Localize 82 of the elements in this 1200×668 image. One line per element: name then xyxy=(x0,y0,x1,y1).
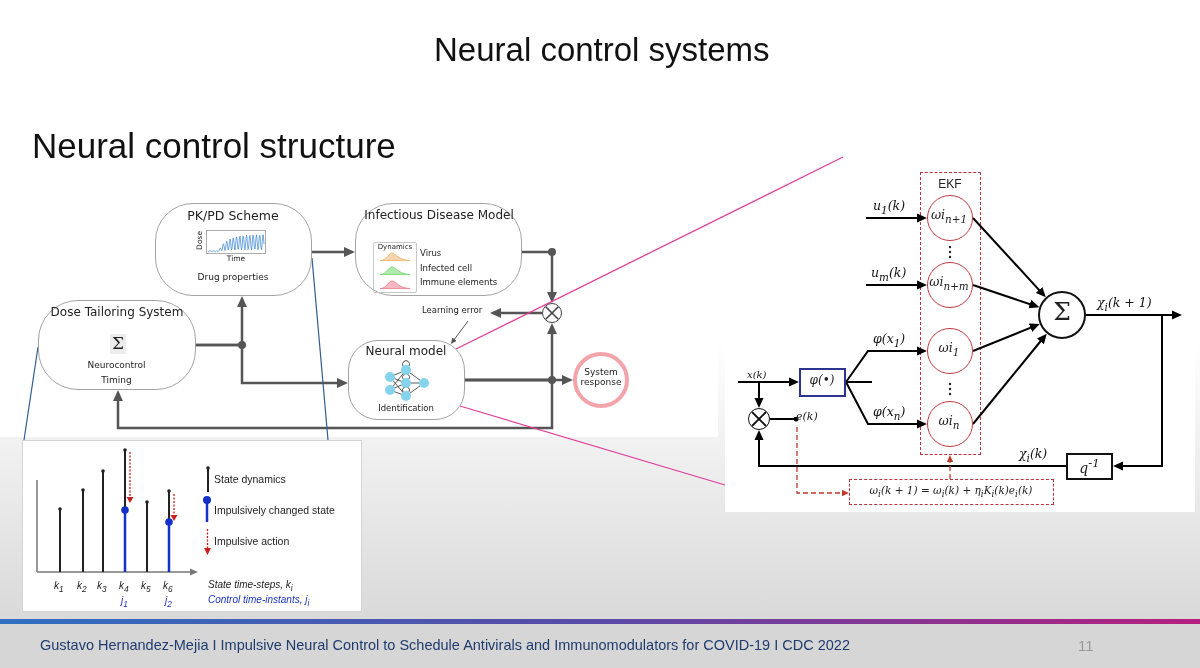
stem-plot-panel xyxy=(22,440,362,612)
summation-circle xyxy=(1038,291,1086,339)
process-box xyxy=(355,203,522,296)
process-box xyxy=(38,300,196,390)
node-text: φ(•) xyxy=(809,373,835,387)
tick-label: j$_{1}$ xyxy=(121,595,128,610)
axis-note: State time-steps, k$_{i}$ xyxy=(208,579,293,594)
node-text: System response xyxy=(580,367,622,388)
signal-label: e(k) xyxy=(796,411,818,424)
equation-box xyxy=(849,479,1054,505)
sigma-symbol: Σ xyxy=(110,334,127,354)
arrow xyxy=(754,430,1067,467)
node-text: ωi$_{n+1}$ xyxy=(930,206,968,222)
dashed-group-box xyxy=(920,172,981,455)
arrow xyxy=(312,247,355,257)
arrow xyxy=(737,377,799,387)
arrow xyxy=(522,250,557,303)
node-title: Neural model xyxy=(365,344,447,358)
tick-label: k$_{6}$ xyxy=(163,580,173,595)
node-title: Infectious Disease Model xyxy=(364,208,514,222)
legend-text: Impulsive action xyxy=(214,535,290,548)
arrow xyxy=(972,284,1040,309)
node-text: Σ xyxy=(1053,297,1071,326)
tick-label: k$_{1}$ xyxy=(54,580,64,595)
node-title: PK/PD Scheme xyxy=(187,208,279,223)
legend-text: Impulsively changed state xyxy=(214,504,335,517)
node-text: Timing xyxy=(101,375,132,385)
signal-label: Learning error xyxy=(422,306,483,316)
node-text: Drug properties xyxy=(197,272,269,282)
arrow xyxy=(1085,314,1163,471)
arrow xyxy=(845,346,927,383)
node-text: ω$_{i}$(k + 1) = ω$_{i}$(k) + η$_{i}$K$_{i}$(k)e$_{i}$(k) xyxy=(869,484,1033,496)
tick-label: j$_{2}$ xyxy=(165,595,172,610)
delay-box xyxy=(1066,453,1113,480)
footer-text: Gustavo Hernandez-Mejia I Impulsive Neural Control to Schedule Antivirals and Immunomodulators for COVID-19 I CDC 2022 xyxy=(40,637,850,654)
arrow xyxy=(113,378,554,430)
node-text: ωi$_{n}$ xyxy=(938,412,960,428)
legend-text: Infected cell xyxy=(420,264,473,274)
arrow xyxy=(196,343,348,388)
tick-label: k$_{5}$ xyxy=(141,580,151,595)
legend-text: Immune elements xyxy=(420,278,498,288)
page-number: 11 xyxy=(1078,637,1094,655)
zoom-line xyxy=(459,405,726,486)
edge-label: χ$_{i}$(k + 1) xyxy=(1096,296,1153,313)
arrow xyxy=(972,323,1040,352)
tick-label: k$_{3}$ xyxy=(97,580,107,595)
legend-text: Virus xyxy=(420,249,442,259)
arrow xyxy=(796,426,849,497)
node-title: Dose Tailoring System xyxy=(50,305,184,319)
activation-box xyxy=(799,368,846,397)
zoom-line xyxy=(23,346,39,441)
edge-label: χ$_{i}$(k) xyxy=(1018,447,1049,464)
node-text: Identification xyxy=(378,403,434,413)
tick-label: k$_{4}$ xyxy=(119,580,129,595)
zoom-line xyxy=(311,257,329,441)
edge-label: φ(x$_{n}$) xyxy=(872,405,907,422)
group-title: EKF xyxy=(938,177,962,191)
edge-label: u$_{1}$(k) xyxy=(872,199,906,216)
arrow xyxy=(490,308,542,318)
arrow xyxy=(865,280,927,290)
legend-text: State dynamics xyxy=(214,473,286,486)
section-heading: Neural control structure xyxy=(32,126,396,167)
node-text: q$^{-1}$ xyxy=(1079,459,1100,476)
arrow xyxy=(972,333,1047,425)
comparator-circle xyxy=(748,408,770,430)
zoom-line xyxy=(455,156,844,350)
arrow xyxy=(450,320,469,344)
node-text: Neurocontrol xyxy=(87,360,146,370)
node-text: ωi$_{n+m}$ xyxy=(929,273,969,289)
arrow xyxy=(865,213,927,223)
arrow xyxy=(845,381,927,429)
edge-label: u$_{m}$(k) xyxy=(870,266,908,283)
tick-label: k$_{2}$ xyxy=(77,580,87,595)
arrow xyxy=(754,381,764,408)
process-box xyxy=(155,203,312,296)
slide-title: Neural control systems xyxy=(434,31,770,69)
edge-label: φ(x$_{1}$) xyxy=(872,332,907,349)
axis-note: Control time-instants, j$_{i}$ xyxy=(208,594,310,609)
arrow xyxy=(946,455,954,480)
node-text: ωi$_{1}$ xyxy=(938,339,960,355)
process-box xyxy=(348,340,465,420)
edge-label: x(k) xyxy=(746,369,768,381)
